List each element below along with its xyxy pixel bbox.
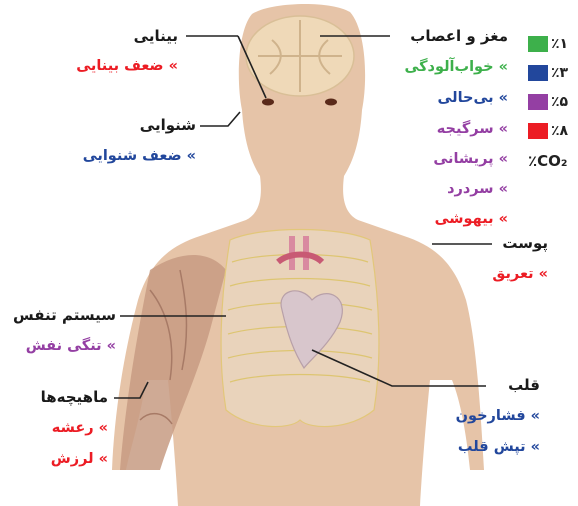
legend-swatch-1: [528, 36, 548, 52]
symptom-confusion: » پریشانی: [433, 151, 508, 167]
symptom-vision-weakness: » ضعف بینایی: [76, 58, 178, 74]
label-skin: پوست: [502, 234, 548, 252]
symptom-sleepiness: » خواب‌آلودگی: [404, 59, 508, 75]
legend-gas-label: ٪CO₂: [528, 152, 568, 170]
legend-value-3: ٪۵: [551, 94, 568, 110]
legend-value-1: ٪۱: [551, 36, 568, 52]
legend-value-4: ٪۸: [551, 123, 568, 139]
symptom-shaking: » لرزش: [51, 451, 108, 467]
legend-swatch-3: [528, 94, 548, 110]
label-eyes: بینایی: [134, 27, 178, 45]
left-eye: [262, 99, 274, 106]
label-ears: شنوایی: [140, 116, 196, 134]
legend-swatch-4: [528, 123, 548, 139]
symptom-unconsciousness: » بیهوشی: [435, 211, 508, 227]
symptom-dizziness: » سرگیجه: [437, 121, 508, 137]
symptom-sweating: » تعریق: [492, 266, 548, 282]
right-eye: [325, 99, 337, 106]
symptom-hearing-weakness: » ضعف شنوایی: [83, 148, 196, 164]
symptom-headache: » سردرد: [447, 181, 508, 197]
legend-value-2: ٪۳: [551, 65, 568, 81]
label-brain: مغز و اعصاب: [410, 27, 508, 45]
symptom-shortness-of-breath: » تنگی نفش: [26, 338, 116, 354]
label-heart: قلب: [508, 376, 540, 394]
symptom-lethargy: » بی‌حالی: [437, 90, 508, 106]
symptom-tremor: » رعشه: [52, 420, 108, 436]
legend-swatch-2: [528, 65, 548, 81]
symptom-palpitations: » تپش قلب: [458, 439, 540, 455]
label-respiratory: سیستم تنفس: [13, 306, 116, 324]
label-muscles: ماهیچه‌ها: [41, 388, 108, 406]
symptom-blood-pressure: » فشارخون: [456, 408, 540, 424]
